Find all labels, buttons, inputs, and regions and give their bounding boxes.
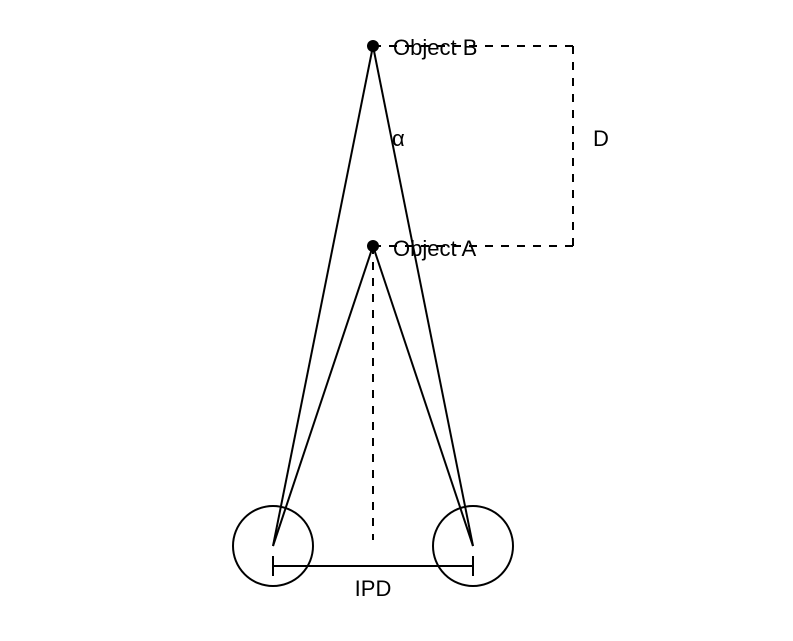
- alpha-label: α: [392, 126, 405, 151]
- object-b-label: Object B: [393, 35, 477, 60]
- left-eye-to-object-b-line: [272, 45, 374, 547]
- distance-label: D: [593, 126, 609, 151]
- object-a-label: Object A: [393, 236, 476, 261]
- right-eye-to-object-a-line: [372, 245, 474, 547]
- object-a-point: [367, 240, 379, 252]
- object-b-point: [367, 40, 379, 52]
- left-eye-to-object-a-line: [272, 245, 374, 547]
- ipd-label: IPD: [355, 576, 392, 601]
- right-eye-to-object-b-line: [372, 45, 474, 547]
